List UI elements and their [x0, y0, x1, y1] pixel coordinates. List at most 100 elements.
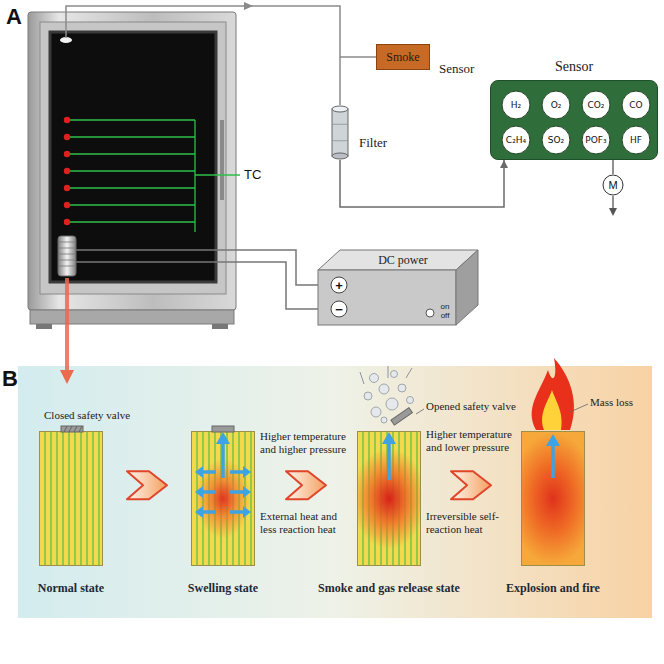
gas-name: C₂H₄: [501, 125, 531, 155]
smoke-bubble: [398, 384, 406, 392]
gas-sensor-circle: POF₃: [581, 125, 611, 155]
state-transition-chevron: [127, 471, 167, 499]
node-outline: [331, 301, 347, 317]
node-outline: [502, 126, 530, 154]
pump-circle: M: [602, 174, 624, 196]
node-outline: [331, 277, 347, 293]
gas-sensor-circle: CO₂: [581, 90, 611, 120]
gas-sensor-circle: C₂H₄: [501, 125, 531, 155]
connector-line: [612, 160, 614, 174]
filter-cylinder: Filter: [331, 105, 349, 160]
node-outline: [502, 91, 530, 119]
state-label: Explosion and fire: [506, 581, 600, 596]
battery-cell: Explosion and fire: [522, 432, 584, 565]
cabinet-window: [50, 32, 216, 282]
callout-label: Irreversible self-reaction heat: [426, 510, 514, 536]
state-label: Smoke and gas release state: [318, 581, 460, 596]
sensor-heading: Sensor: [439, 61, 474, 77]
cabinet-foot: [36, 324, 52, 329]
terminal-sign: −: [330, 300, 348, 318]
cabinet-body: [28, 12, 236, 310]
node-outline: [603, 175, 623, 195]
thermocouple-bracket: [195, 120, 240, 232]
power-wire: [76, 250, 318, 285]
node-outline: [582, 126, 610, 154]
thermocouple-dot: [64, 219, 70, 225]
pressure-arrow: [201, 472, 245, 512]
smoke-bubbles: [364, 371, 414, 424]
arrowhead: [195, 466, 203, 478]
valve-hatch: [64, 426, 82, 432]
thermocouple-dot: [64, 134, 70, 140]
node-outline: [622, 91, 650, 119]
callout-label: Mass loss: [590, 396, 633, 408]
battery-cell-symbol: [58, 236, 76, 276]
cylinder-body: [332, 109, 348, 156]
exhaust-line: [612, 196, 613, 210]
switch-label: on off: [437, 302, 453, 320]
exhaust-arrowhead: [609, 208, 617, 216]
cylinder-end: [332, 106, 348, 112]
arrowhead: [243, 466, 251, 478]
connector-line: [340, 160, 504, 207]
cabinet-base: [30, 310, 234, 324]
smoke-arrows: [360, 366, 412, 384]
box-top: [318, 250, 478, 270]
gas-name: CO₂: [581, 90, 611, 120]
gas-sensor-circle: H₂: [501, 90, 531, 120]
battery-cell: Normal state: [40, 432, 102, 565]
thermocouple-dot: [64, 202, 70, 208]
chevron-arrow: [127, 471, 167, 499]
smoke-bubble: [371, 407, 381, 417]
leader-line: [416, 409, 424, 414]
gas-sensor-circle: SO₂: [541, 125, 571, 155]
thermocouple-dot: [64, 151, 70, 157]
node-outline: [622, 126, 650, 154]
callout-label: External heat and less reaction heat: [260, 510, 350, 536]
callout-label: Higher temperature and lower pressure: [426, 428, 514, 454]
safety-valve: [212, 426, 234, 432]
pump-label: M: [602, 174, 624, 196]
dc-power-box: DC poweron off+−: [318, 250, 478, 325]
gas-pipe: [339, 57, 341, 105]
smoke-bubble: [370, 374, 379, 383]
smoke-bubble: [379, 384, 389, 394]
node-outline: [582, 91, 610, 119]
gas-sensor-box: SensorH₂O₂CO₂COC₂H₄SO₂POF₃HF: [490, 80, 658, 160]
thermocouple-dot: [64, 168, 70, 174]
gas-sensor-circle: HF: [621, 125, 651, 155]
arrowhead: [216, 432, 230, 444]
callout-label: Closed safety valve: [44, 409, 130, 421]
callout-label: Opened safety valve: [426, 400, 516, 412]
safety-valve: [61, 426, 83, 432]
sensor-heading: Sensor: [491, 59, 657, 75]
state-transition-chevron: [451, 471, 491, 499]
gas-name: SO₂: [541, 125, 571, 155]
gas-name: CO: [621, 90, 651, 120]
gas-name: O₂: [541, 90, 571, 120]
terminal-circle: +: [330, 276, 348, 294]
thermocouple-dot: [64, 117, 70, 123]
flow-arrowhead: [244, 2, 253, 10]
smoke-arrow: [360, 366, 412, 384]
zoom-arrow: [65, 278, 69, 372]
filter-label: Filter: [359, 135, 387, 151]
door-handle: [220, 120, 224, 200]
arrowhead: [243, 506, 251, 518]
thermocouple-dot: [64, 185, 70, 191]
arrowhead: [500, 160, 508, 168]
node-outline: [542, 126, 570, 154]
state-transition-chevron: [286, 471, 326, 499]
node-shape: [331, 105, 349, 160]
state-label: Normal state: [38, 581, 104, 596]
arrowhead: [195, 486, 203, 498]
battery-cell: Smoke and gas release state: [358, 432, 420, 565]
switch-knob: [426, 309, 434, 317]
gas-name: POF₃: [581, 125, 611, 155]
arrowhead: [243, 486, 251, 498]
flow-connector: [613, 160, 614, 174]
